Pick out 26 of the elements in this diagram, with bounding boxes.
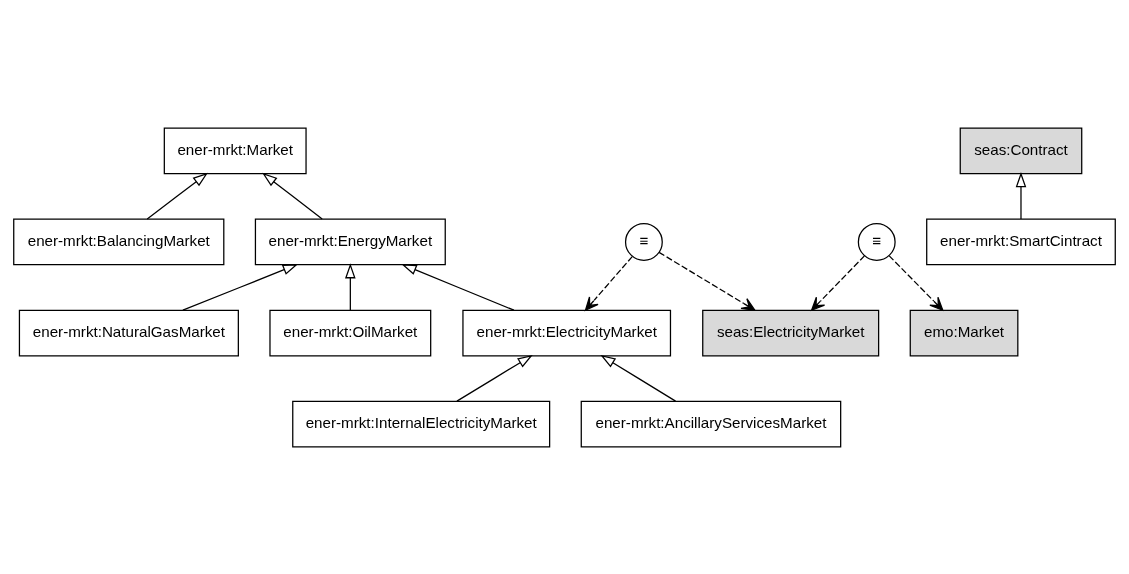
node-box: ener-mrkt:NaturalGasMarket — [18, 309, 239, 356]
node-circle: ≡ — [624, 222, 663, 261]
node-box: ener-mrkt:EnergyMarket — [254, 218, 446, 265]
arrow — [456, 354, 533, 402]
node-box: seas:Contract — [959, 126, 1083, 174]
node-box: ener-mrkt:SmartCintract — [926, 218, 1116, 265]
arrow — [1015, 171, 1027, 220]
arrow — [146, 172, 208, 220]
arrow — [584, 255, 633, 311]
arrow — [888, 254, 944, 311]
node-box: seas:ElectricityMarket — [702, 309, 880, 356]
arrow — [811, 254, 866, 311]
arrow — [262, 172, 323, 220]
node-box: ener-mrkt:ElectricityMarket — [462, 309, 672, 356]
node-box: ener-mrkt:OilMarket — [269, 309, 432, 356]
node-circle: ≡ — [857, 222, 896, 261]
node-box: emo:Market — [909, 309, 1019, 356]
node-box: ener-mrkt:Market — [163, 126, 307, 174]
arrow — [658, 251, 756, 311]
node-box: ener-mrkt:InternalElectricityMarket — [292, 400, 551, 448]
node-box: ener-mrkt:BalancingMarket — [13, 218, 225, 265]
arrow — [345, 262, 356, 311]
arrow — [600, 354, 677, 402]
node-box: ener-mrkt:AncillaryServicesMarket — [580, 400, 842, 448]
arrow — [182, 263, 298, 311]
arrow — [401, 263, 515, 311]
